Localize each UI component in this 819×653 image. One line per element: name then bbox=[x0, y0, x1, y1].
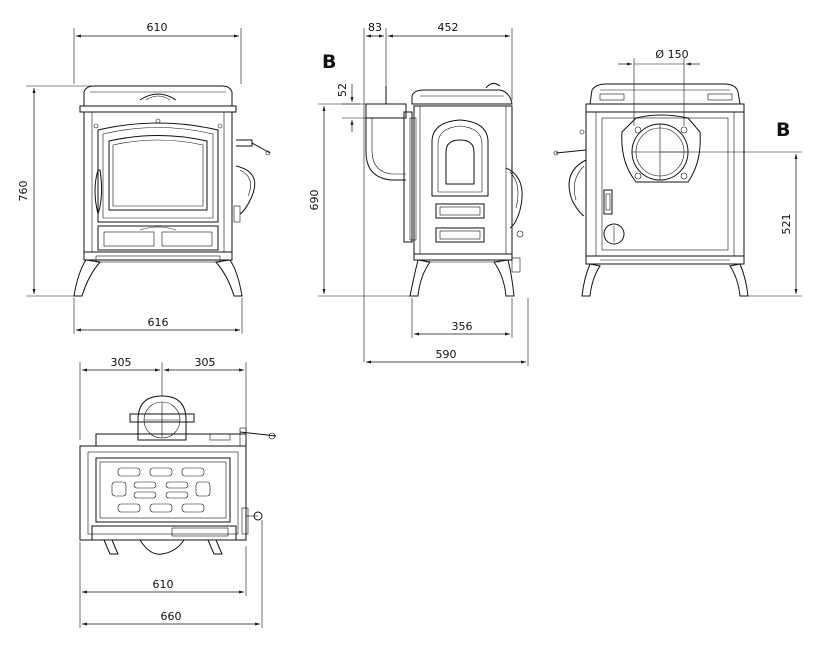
dimension-rear-flue-height: 521 bbox=[660, 151, 802, 297]
dimension-side-height: 690 bbox=[308, 103, 410, 297]
dim-label-side-flue-offset: 83 bbox=[368, 21, 382, 34]
dim-label-top-half-left: 305 bbox=[111, 356, 132, 369]
dim-label-top-width: 610 bbox=[153, 578, 174, 591]
stove-rear-body bbox=[553, 83, 749, 297]
dimension-side-flue-height: 52 bbox=[336, 83, 366, 132]
stove-front-body bbox=[73, 85, 271, 297]
dim-label-top-half-right: 305 bbox=[195, 356, 216, 369]
dim-label-front-height: 760 bbox=[17, 181, 30, 202]
dim-label-side-flue-height: 52 bbox=[336, 83, 349, 97]
dim-label-side-total-depth: 590 bbox=[436, 348, 457, 361]
stove-top-body bbox=[79, 395, 277, 555]
dimension-side-top: 83 452 bbox=[363, 21, 513, 362]
dim-label-side-height: 690 bbox=[308, 190, 321, 211]
dimension-front-height: 760 bbox=[17, 85, 92, 297]
rear-view-marker: B bbox=[776, 119, 790, 141]
dimension-top-total-width: 660 bbox=[82, 520, 263, 628]
front-view: 610 760 bbox=[17, 21, 271, 334]
dimension-top-halves: 305 305 bbox=[79, 356, 247, 440]
side-view-marker: B bbox=[322, 51, 336, 73]
dim-label-front-width-top: 610 bbox=[147, 21, 168, 34]
dimension-rear-flue-diameter: Ø 150 bbox=[618, 48, 700, 126]
dim-label-front-width-base: 616 bbox=[148, 316, 169, 329]
rear-view: B Ø 150 521 bbox=[553, 48, 802, 297]
dimension-side-total-depth: 590 bbox=[366, 298, 529, 366]
dimension-front-width-top: 610 bbox=[73, 21, 242, 84]
top-view: 305 305 bbox=[79, 356, 277, 628]
dimension-top-width: 610 bbox=[79, 542, 247, 628]
dim-label-side-base-depth: 356 bbox=[452, 320, 473, 333]
dimension-side-base-depth: 356 bbox=[411, 298, 513, 338]
dim-label-rear-flue-diameter: Ø 150 bbox=[655, 48, 688, 61]
dim-label-top-total-width: 660 bbox=[161, 610, 182, 623]
dim-label-rear-flue-height: 521 bbox=[780, 214, 793, 235]
side-view: B 83 452 52 690 bbox=[308, 21, 529, 366]
dimension-front-width-base: 616 bbox=[73, 298, 243, 334]
stove-side-body bbox=[365, 82, 524, 297]
dim-label-side-top-depth: 452 bbox=[438, 21, 459, 34]
